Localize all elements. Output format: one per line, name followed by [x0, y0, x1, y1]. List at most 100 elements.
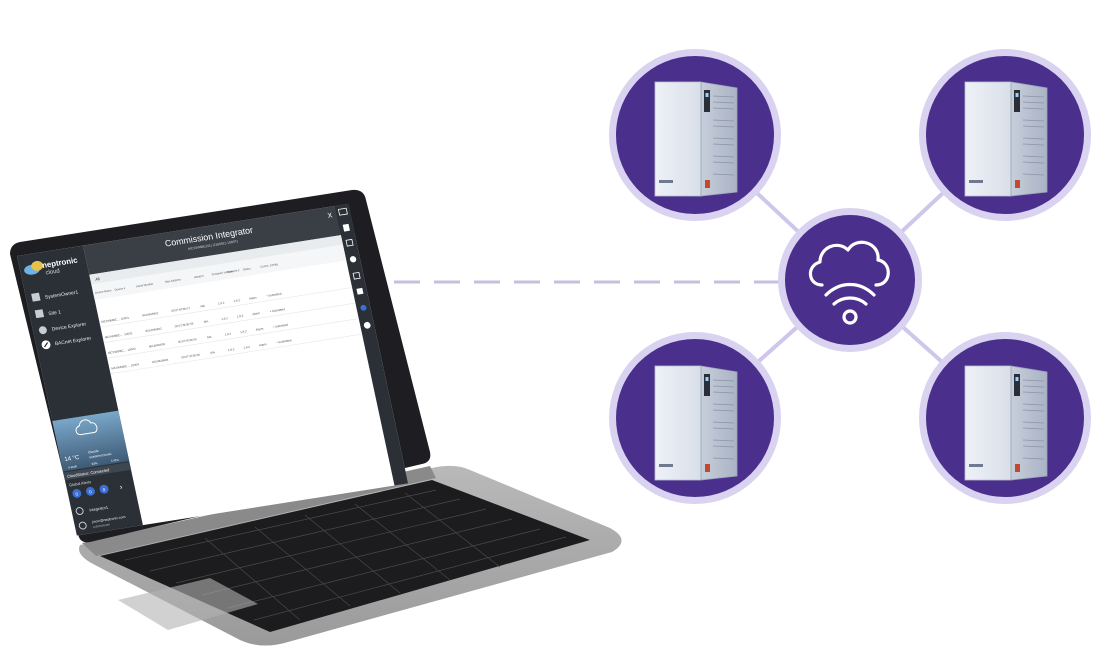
user-role: Administrator [93, 522, 111, 529]
table-cell: 1.8.2 [221, 316, 229, 321]
sidebar-item-systemowner[interactable]: SystemOwner1 [31, 287, 79, 303]
table-header-cell: Status [242, 266, 251, 271]
check-icon [345, 238, 354, 247]
app-header [83, 203, 355, 275]
svg-text:Site 1: Site 1 [48, 309, 62, 317]
table-cell: 00:07:6f:3b:60 [181, 353, 201, 360]
sidebar-item-device-explorer[interactable]: Device Explorer [38, 319, 87, 335]
cloud-wifi-icon [808, 240, 890, 325]
cloud-status: CloudStatus: Connected [67, 467, 110, 479]
table-cell: 00:07:6f:3b:57 [171, 306, 191, 313]
alert-counters: 0 0 0 › [72, 482, 124, 498]
user-name: integrator1 [89, 505, 109, 513]
unit-node-top-right [919, 49, 1091, 221]
document-icon [342, 223, 350, 232]
cloud-status-bar [63, 462, 132, 481]
table-header-cell: Model # [194, 274, 205, 280]
table-cell: 1.8.2 [243, 345, 251, 350]
brand-sub: cloud [45, 268, 60, 276]
table-cell: Alarm [255, 327, 264, 332]
table-header-cell: Firmware Version [211, 269, 233, 276]
weather-line2: Scattered Clouds [89, 452, 113, 460]
close-button[interactable]: X [327, 212, 333, 220]
laptop: neptronic cloud SystemOwner1 Site 1 Devi… [10, 189, 622, 646]
table-cell: 9014846803 [148, 342, 165, 349]
table-header-cell: Network # [227, 268, 240, 274]
svg-text:Device Explorer: Device Explorer [51, 321, 87, 332]
table-cell: 10002 [124, 331, 133, 336]
table-cell: 1.8.2 [233, 298, 241, 303]
table-cell: 1.8.2 [240, 329, 248, 334]
table-cell: MCXWMBC... [104, 333, 123, 340]
user-avatar [75, 507, 84, 515]
cloud-weather-icon [75, 419, 98, 436]
table-cell: • Submitted [273, 323, 289, 329]
table-row[interactable]: MCXWMBC...10004 9014846804 00:07:6f:3b:60 M… [109, 327, 363, 375]
table-header-cell: Device Name [95, 288, 113, 295]
table-row[interactable]: MCXWMBC...10003901484680300:07:6f:3b:59M… [106, 312, 359, 359]
sidebar-item-bacnet-explorer[interactable]: BACnet Explorer [41, 333, 92, 350]
weather-temp: 14 °C [64, 455, 81, 463]
weather-wind: 6 km/h [68, 464, 78, 469]
keyboard-keys [124, 489, 567, 621]
user-email: jmorr@neptronic.com [91, 515, 126, 524]
global-alerts-label: Global Alerts [69, 479, 92, 487]
table-row[interactable]: MCXWMBC...10001901484680100:07:6f:3b:57M… [99, 281, 353, 328]
tab-all[interactable]: All [95, 276, 100, 282]
table-cell: MA [203, 319, 208, 324]
laptop-screen: neptronic cloud SystemOwner1 Site 1 Devi… [17, 203, 409, 536]
qr-icon [356, 287, 364, 295]
toolbar-icons [337, 207, 371, 329]
table-cell: Alarm [252, 311, 261, 316]
gear-icon [349, 256, 357, 263]
list-icon [337, 207, 348, 216]
table-cell: • Submitted [269, 307, 285, 313]
alert-count: 0 [102, 487, 106, 492]
sliders-icon [352, 271, 361, 280]
weather-pressure: 1 hPa [111, 458, 120, 463]
controller-cabinet-icon [964, 365, 1048, 481]
svg-text:SystemOwner1: SystemOwner1 [44, 290, 79, 301]
table-cell: 10004 [130, 362, 139, 367]
table-cell: 10003 [127, 347, 136, 352]
table-cell: MA [210, 350, 215, 355]
table-cell: 9014846802 [145, 327, 162, 334]
page-subtitle: MCXWMBC(41) (1169911-108ST) [188, 239, 239, 251]
table-cell: 1.8.2 [224, 332, 232, 337]
table-header-cell: Comm. Config [260, 262, 279, 269]
table-cell: MA [200, 304, 205, 309]
alert-count: 0 [89, 489, 93, 494]
unit-node-bottom-left [609, 332, 781, 504]
table-row[interactable]: MCXWMBC...10002901484680200:07:6f:3b:58M… [102, 296, 356, 343]
table-cell: 1.8.2 [236, 314, 244, 319]
refresh-icon [360, 304, 367, 311]
trackpad [118, 578, 258, 630]
table-cell: MCXWMBC... [101, 317, 120, 324]
table-cell: 00:07:6f:3b:59 [178, 337, 198, 344]
cloud-hub [778, 208, 922, 352]
table-cell: 1.8.2 [228, 347, 236, 352]
table-cell: 9014846804 [152, 358, 169, 365]
unit-node-top-left [609, 49, 781, 221]
compass-icon [363, 321, 371, 329]
table-cell: 10001 [120, 316, 129, 321]
sidebar-item-site[interactable]: Site 1 [34, 306, 62, 319]
weather-card [52, 410, 130, 472]
table-cell: Alarm [249, 295, 258, 300]
svg-text:BACnet Explorer: BACnet Explorer [54, 336, 92, 348]
weather-desc: Clouds [88, 449, 99, 455]
chevron-right-icon: › [119, 482, 124, 491]
controller-cabinet-icon [654, 81, 738, 197]
table-cell: • Submitted [276, 338, 292, 344]
table-cell: MCXWMBC... [111, 364, 130, 371]
tab-bar [89, 235, 343, 285]
table-header-cell: Device # [114, 286, 126, 292]
controller-cabinet-icon [964, 81, 1048, 197]
table-cell: • Submitted [266, 292, 282, 298]
table-header-cell: Serial Number [136, 282, 154, 289]
table-cell: 00:07:6f:3b:58 [174, 322, 194, 329]
user-icon [78, 521, 87, 530]
unit-node-bottom-right [919, 332, 1091, 504]
